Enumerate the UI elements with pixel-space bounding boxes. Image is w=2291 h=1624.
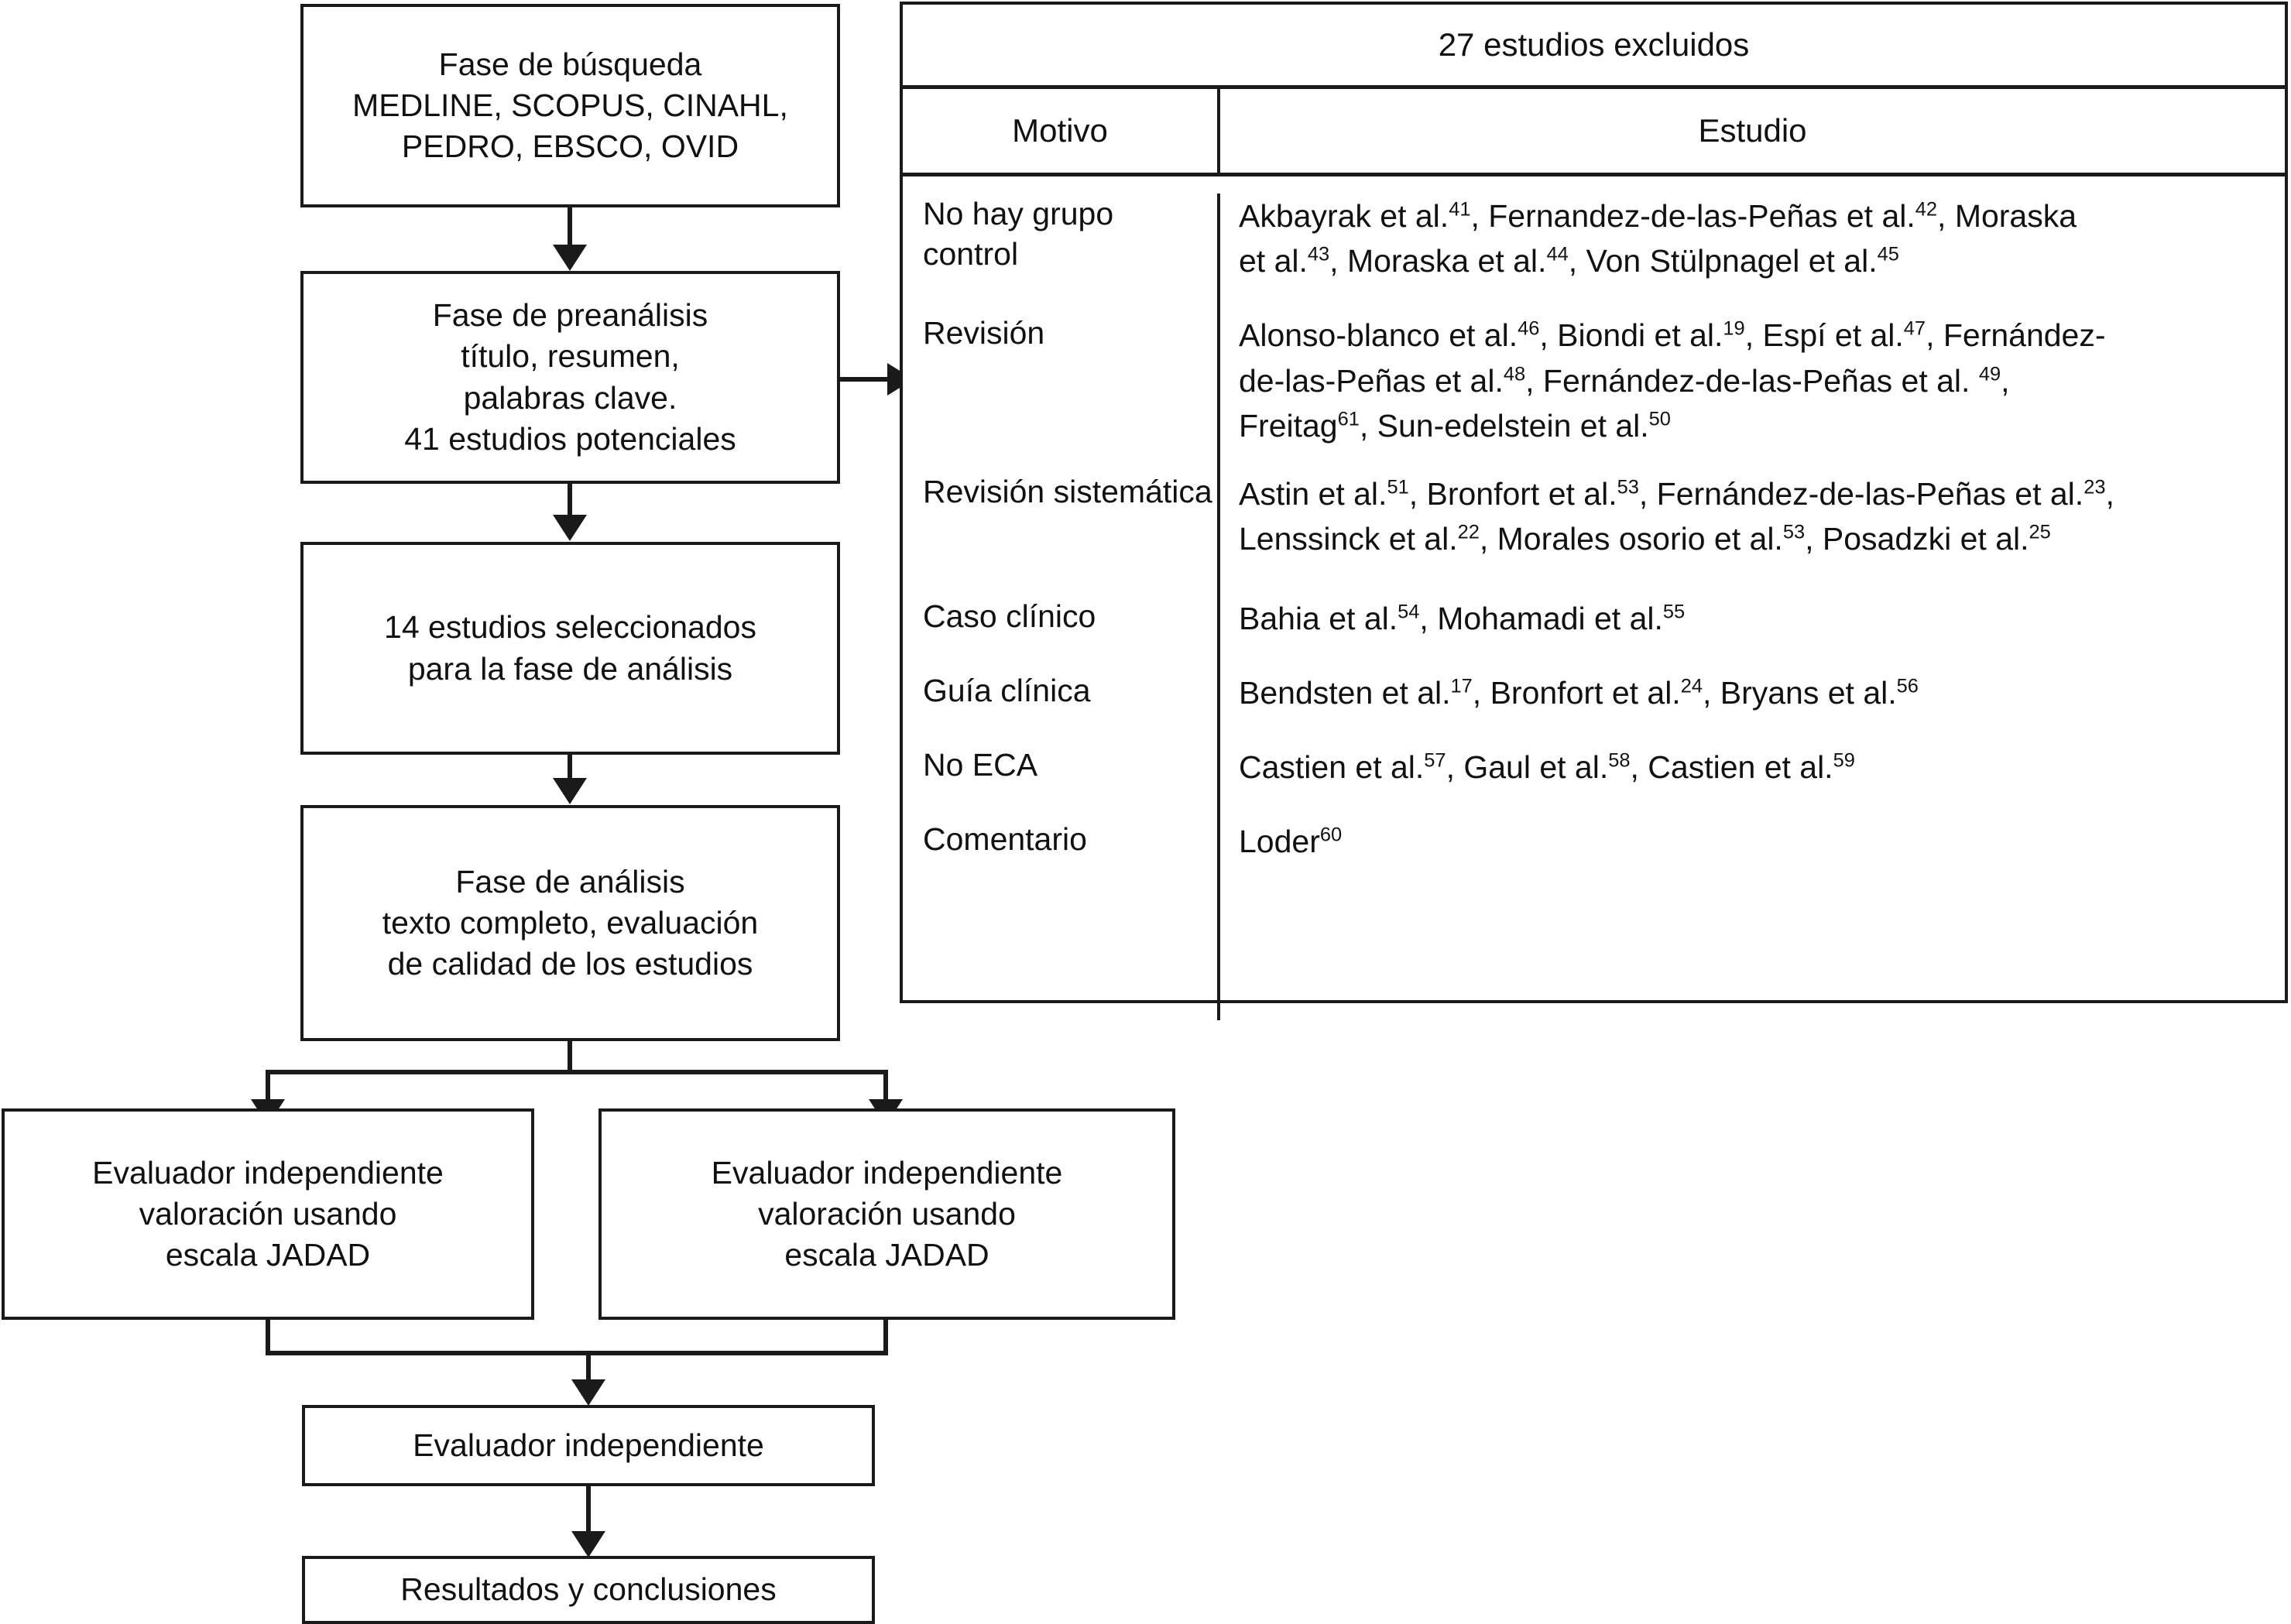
cell-motivo: Revisión	[923, 315, 1045, 351]
table-row: Guía clínica Bendsten et al.17, Bronfort…	[903, 670, 2285, 715]
excluded-studies-table: 27 estudios excluidos Motivo Estudio No …	[900, 2, 2288, 1020]
cell-motivo: Comentario	[923, 821, 1087, 858]
table-row: Comentario Loder60	[903, 819, 2285, 864]
column-header-estudio: Estudio	[1698, 112, 1807, 149]
table-column-divider	[1217, 194, 1220, 1020]
table-header-row: Motivo Estudio	[903, 89, 2285, 176]
node-evaluator-left: Evaluador independiente valoración usand…	[2, 1108, 534, 1320]
table-row: No hay grupo control Akbayrak et al.41, …	[903, 194, 2285, 283]
table-row: Caso clínico Bahia et al.54, Mohamadi et…	[903, 596, 2285, 641]
node-preanalysis: Fase de preanálisis título, resumen, pal…	[300, 271, 840, 484]
cell-estudio: Bahia et al.54, Mohamadi et al.55	[1239, 600, 1686, 636]
node-evaluator-third-label: Evaluador independiente	[413, 1427, 764, 1463]
connector-merge-left-riser	[266, 1320, 270, 1355]
node-evaluator-right-label: Evaluador independiente valoración usand…	[711, 1154, 1063, 1273]
cell-motivo: Revisión sistemática	[923, 474, 1212, 510]
node-selected-studies: 14 estudios seleccionados para la fase d…	[300, 542, 840, 755]
cell-estudio: Bendsten et al.17, Bronfort et al.24, Br…	[1239, 674, 1919, 711]
cell-estudio: Astin et al.51, Bronfort et al.53, Ferná…	[1239, 476, 2114, 557]
node-analysis-phase-label: Fase de análisis texto completo, evaluac…	[382, 863, 759, 982]
arrowhead-search-to-preanalysis	[553, 245, 587, 271]
arrowhead-third-to-results	[571, 1531, 605, 1557]
table-row: Revisión Alonso-blanco et al.46, Biondi …	[903, 313, 2285, 448]
cell-estudio: Akbayrak et al.41, Fernandez-de-las-Peña…	[1239, 198, 2077, 279]
table-row: No ECA Castien et al.57, Gaul et al.58, …	[903, 745, 2285, 790]
node-evaluator-left-label: Evaluador independiente valoración usand…	[92, 1154, 444, 1273]
node-search-phase-label: Fase de búsqueda MEDLINE, SCOPUS, CINAHL…	[352, 46, 788, 165]
table-row: Revisión sistemática Astin et al.51, Bro…	[903, 471, 2285, 561]
node-preanalysis-label: Fase de preanálisis título, resumen, pal…	[404, 296, 736, 457]
connector-preanalysis-to-table	[840, 377, 890, 382]
connector-merge-stem	[586, 1351, 591, 1382]
connector-split-left-drop	[266, 1070, 270, 1101]
connector-analysis-split-stem	[568, 1041, 572, 1072]
connector-merge-bar	[266, 1351, 888, 1355]
arrowhead-preanalysis-to-selected	[553, 515, 587, 541]
cell-estudio: Loder60	[1239, 824, 1343, 860]
node-selected-studies-label: 14 estudios seleccionados para la fase d…	[384, 609, 756, 687]
connector-selected-to-analysis	[568, 755, 572, 779]
arrowhead-merge-to-third-evaluator	[571, 1379, 605, 1406]
cell-motivo: No hay grupo control	[923, 196, 1114, 272]
cell-motivo: Caso clínico	[923, 598, 1096, 634]
cell-estudio: Alonso-blanco et al.46, Biondi et al.19,…	[1239, 317, 2106, 444]
cell-motivo: No ECA	[923, 746, 1038, 783]
arrowhead-selected-to-analysis	[553, 778, 587, 804]
table-title: 27 estudios excluidos	[903, 5, 2285, 89]
connector-analysis-split-bar	[266, 1070, 888, 1074]
connector-preanalysis-to-selected	[568, 484, 572, 516]
node-analysis-phase: Fase de análisis texto completo, evaluac…	[300, 805, 840, 1041]
cell-estudio: Castien et al.57, Gaul et al.58, Castien…	[1239, 749, 1855, 785]
node-results: Resultados y conclusiones	[302, 1556, 875, 1624]
node-evaluator-third: Evaluador independiente	[302, 1405, 875, 1486]
connector-merge-right-riser	[883, 1320, 888, 1355]
column-header-motivo: Motivo	[903, 89, 1220, 173]
table-body: No hay grupo control Akbayrak et al.41, …	[903, 194, 2285, 1020]
connector-split-right-drop	[883, 1070, 888, 1101]
cell-motivo: Guía clínica	[923, 672, 1091, 708]
connector-search-to-preanalysis	[568, 207, 572, 246]
node-results-label: Resultados y conclusiones	[400, 1571, 777, 1608]
node-search-phase: Fase de búsqueda MEDLINE, SCOPUS, CINAHL…	[300, 4, 840, 207]
node-evaluator-right: Evaluador independiente valoración usand…	[598, 1108, 1175, 1320]
connector-third-to-results	[586, 1486, 591, 1534]
